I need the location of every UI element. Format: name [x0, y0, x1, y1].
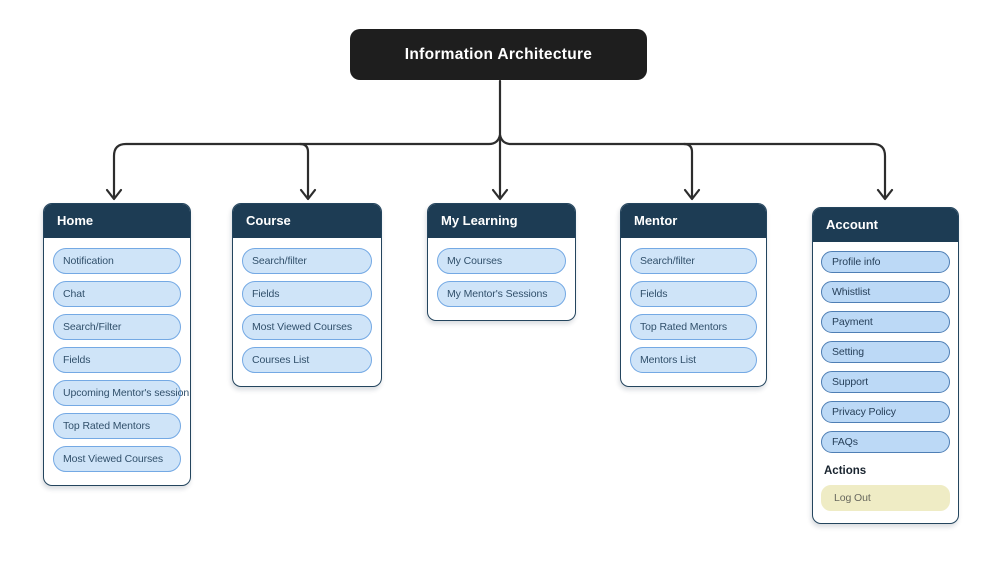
item-label: Top Rated Mentors: [640, 320, 728, 333]
category-header-label: Mentor: [634, 213, 678, 228]
item-label: Most Viewed Courses: [63, 452, 164, 465]
category-header-label: Home: [57, 213, 94, 228]
item-label: Courses List: [252, 353, 310, 366]
item-pill: Payment: [821, 310, 950, 333]
arrowhead-icon: [876, 188, 894, 201]
item-label: Whistlist: [832, 285, 871, 298]
item-pill: Mentors List: [630, 346, 757, 373]
item-label: Notification: [63, 254, 114, 267]
item-label: Search/Filter: [63, 320, 122, 333]
category-header-label: My Learning: [441, 213, 518, 228]
item-label: Fields: [63, 353, 91, 366]
item-label: Search/filter: [640, 254, 695, 267]
category-header: Mentor: [621, 204, 766, 238]
item-label: My Mentor's Sessions: [447, 287, 548, 300]
connector-branch-course: [298, 142, 310, 198]
connector-bar: [112, 133, 887, 198]
item-pill: Search/filter: [630, 247, 757, 274]
actions-section-label: Actions: [824, 464, 867, 477]
category-items: My Courses My Mentor's Sessions: [428, 238, 575, 320]
item-pill: Fields: [630, 280, 757, 307]
item-pill: FAQs: [821, 430, 950, 453]
category-header: Account: [813, 208, 958, 242]
item-label: Profile info: [832, 255, 881, 268]
item-pill: Top Rated Mentors: [630, 313, 757, 340]
item-label: FAQs: [832, 435, 858, 448]
item-pill: My Courses: [437, 247, 566, 274]
item-pill: Profile info: [821, 250, 950, 273]
item-pill: Chat: [53, 280, 181, 307]
item-label: Support: [832, 375, 869, 388]
connector-branch-mentor: [682, 142, 694, 198]
root-node-label: Information Architecture: [404, 45, 593, 63]
root-node: Information Architecture: [350, 29, 647, 80]
item-label: Payment: [832, 315, 873, 328]
item-pill: Upcoming Mentor's session: [53, 379, 189, 406]
item-label: Setting: [832, 345, 864, 358]
item-label: Privacy Policy: [832, 405, 896, 418]
arrowhead-icon: [299, 188, 317, 201]
item-label: Most Viewed Courses: [252, 320, 353, 333]
item-pill: Support: [821, 370, 950, 393]
item-pill: Most Viewed Courses: [53, 445, 181, 472]
item-label: Upcoming Mentor's session: [63, 386, 190, 399]
item-pill: My Mentor's Sessions: [437, 280, 566, 307]
item-label: Fields: [640, 287, 668, 300]
item-label: Log Out: [834, 491, 871, 504]
item-pill: Notification: [53, 247, 181, 274]
item-pill: Top Rated Mentors: [53, 412, 181, 439]
item-label: Mentors List: [640, 353, 696, 366]
category-header: Course: [233, 204, 381, 238]
item-pill: Search/filter: [242, 247, 372, 274]
item-label: Chat: [63, 287, 85, 300]
category-header: Home: [44, 204, 190, 238]
category-header-label: Course: [246, 213, 291, 228]
category-header-label: Account: [826, 217, 878, 232]
logout-pill: Log Out: [821, 484, 950, 511]
item-pill: Courses List: [242, 346, 372, 373]
item-pill: Whistlist: [821, 280, 950, 303]
item-label: My Courses: [447, 254, 503, 267]
category-card-my-learning: My Learning My Courses My Mentor's Sessio…: [427, 203, 576, 321]
item-label: Fields: [252, 287, 280, 300]
arrowhead-icon: [491, 188, 509, 201]
item-pill: Search/Filter: [53, 313, 181, 340]
arrowhead-icon: [105, 188, 123, 201]
item-pill: Privacy Policy: [821, 400, 950, 423]
item-label: Search/filter: [252, 254, 307, 267]
item-pill: Setting: [821, 340, 950, 363]
item-pill: Fields: [53, 346, 181, 373]
category-header: My Learning: [428, 204, 575, 238]
item-label: Top Rated Mentors: [63, 419, 151, 432]
item-pill: Most Viewed Courses: [242, 313, 372, 340]
item-pill: Fields: [242, 280, 372, 307]
arrowhead-icon: [683, 188, 701, 201]
